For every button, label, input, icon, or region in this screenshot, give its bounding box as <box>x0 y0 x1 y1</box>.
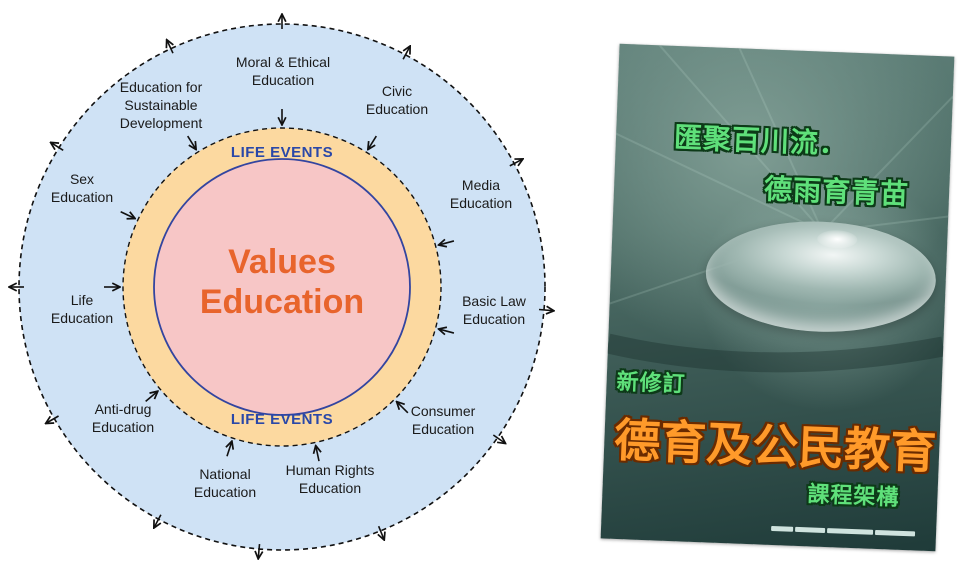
values-core-circle <box>153 158 411 416</box>
poster-subtitle: 課程架構 <box>806 482 900 511</box>
outward-arrow-3 <box>509 159 522 167</box>
poster-slogan-line2: 德雨育青苗 <box>763 172 910 211</box>
inward-arrows <box>104 109 455 462</box>
inward-arrow-2 <box>368 135 378 149</box>
outward-arrow-7 <box>258 543 259 558</box>
outward-arrow-8 <box>154 514 162 527</box>
inward-arrow-11 <box>186 135 196 149</box>
inward-arrow-7 <box>227 442 232 457</box>
outward-arrow-9 <box>46 415 59 423</box>
moral-civic-education-poster: 匯聚百川流． 德雨育青苗 新修訂 德育及公民教育 課程架構 <box>600 43 955 552</box>
poster-revised-label: 新修訂 <box>616 369 687 398</box>
outward-arrows <box>10 15 553 558</box>
values-education-diagram: LIFE EVENTS LIFE EVENTS Values Education… <box>0 0 560 562</box>
center-title-line1: Values <box>228 243 336 281</box>
outward-arrow-4 <box>538 309 553 310</box>
inward-arrow-3 <box>439 241 455 245</box>
outward-arrow-12 <box>167 40 173 54</box>
inward-arrow-4 <box>439 329 455 333</box>
life-events-label-top: LIFE EVENTS <box>231 144 333 161</box>
poster-slogan-line1: 匯聚百川流． <box>673 120 849 161</box>
inward-arrow-6 <box>316 446 319 462</box>
outward-arrow-2 <box>402 47 410 60</box>
inward-arrow-5 <box>397 402 409 414</box>
outward-arrow-5 <box>492 434 504 443</box>
life-events-label-bottom: LIFE EVENTS <box>231 411 333 428</box>
poster-main-title: 德育及公民教育 <box>613 412 938 480</box>
outward-arrow-6 <box>379 525 384 539</box>
inward-arrow-10 <box>120 211 135 218</box>
inward-arrow-8 <box>145 392 157 403</box>
center-title-line2: Education <box>200 283 364 321</box>
outward-arrow-11 <box>51 143 64 151</box>
